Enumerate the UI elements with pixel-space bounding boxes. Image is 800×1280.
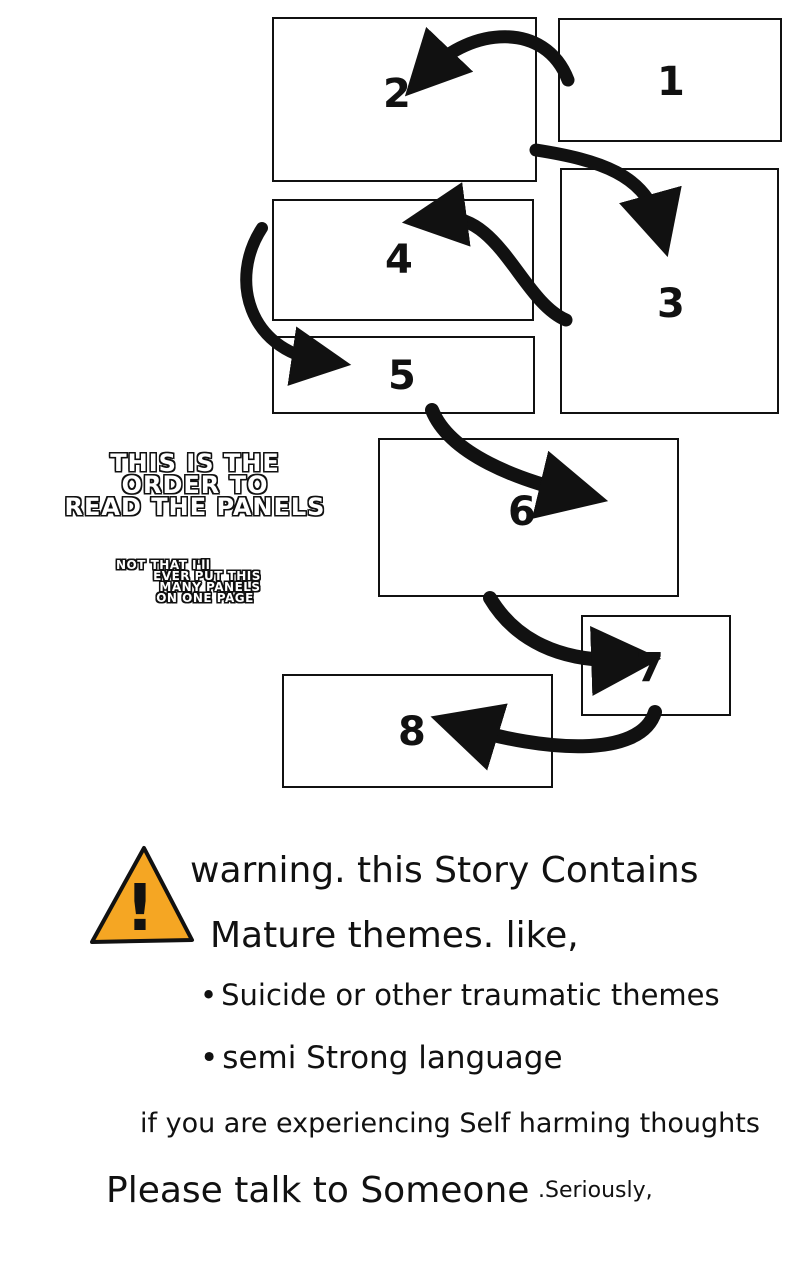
arrow-6-to-7 (483, 591, 662, 696)
warning-line-1: warning. this Story Contains (190, 850, 699, 891)
panel-number-7: 7 (636, 645, 664, 691)
side-note-line: EVER PUT THIS (153, 569, 261, 583)
side-note-line: MANY PANELS (159, 580, 261, 594)
warning-line-3: if you are experiencing Self harming tho… (140, 1108, 760, 1139)
warning-icon: ! (90, 846, 194, 946)
panel-number-6: 6 (508, 489, 536, 535)
warning-icon-symbol: ! (125, 872, 154, 946)
order-note-line: THIS IS THE (110, 449, 280, 477)
panel-6 (378, 438, 679, 597)
warning-line-2: Mature themes. like, (210, 915, 579, 956)
panel-number-2: 2 (383, 71, 411, 117)
panel-1 (558, 18, 782, 142)
warning-line-4-suffix: .Seriously, (538, 1178, 653, 1203)
arrow-7-to-8 (430, 703, 662, 771)
arrow-3-to-4 (401, 182, 573, 327)
order-note-line: ORDER TO (121, 471, 269, 499)
order-note: THIS IS THE ORDER TO READ THE PANELS (20, 449, 370, 521)
side-note: NOT THAT I'll EVER PUT THIS MANY PANELS … (108, 558, 288, 605)
warning-bullet-2: semi Strong language (200, 1040, 562, 1076)
arrow-4-to-5 (240, 222, 352, 386)
arrow-2-to-3 (529, 143, 682, 258)
arrow-5-to-6 (425, 403, 609, 519)
warning-line-4: Please talk to Someone (106, 1170, 530, 1211)
panel-number-4: 4 (385, 237, 413, 283)
order-note-line: READ THE PANELS (64, 493, 326, 521)
warning-bullet-1: Suicide or other traumatic themes (200, 978, 720, 1012)
reading-order-arrows (240, 26, 682, 771)
side-note-line: NOT THAT I'll (116, 558, 211, 572)
side-note-line: ON ONE PAGE (156, 591, 254, 605)
panel-number-8: 8 (398, 709, 426, 755)
panel-2 (272, 17, 537, 182)
arrow-1-to-2 (404, 26, 575, 97)
panel-number-5: 5 (388, 353, 416, 399)
panel-number-1: 1 (657, 59, 685, 105)
panel-8 (282, 674, 553, 788)
panel-number-3: 3 (657, 281, 685, 327)
